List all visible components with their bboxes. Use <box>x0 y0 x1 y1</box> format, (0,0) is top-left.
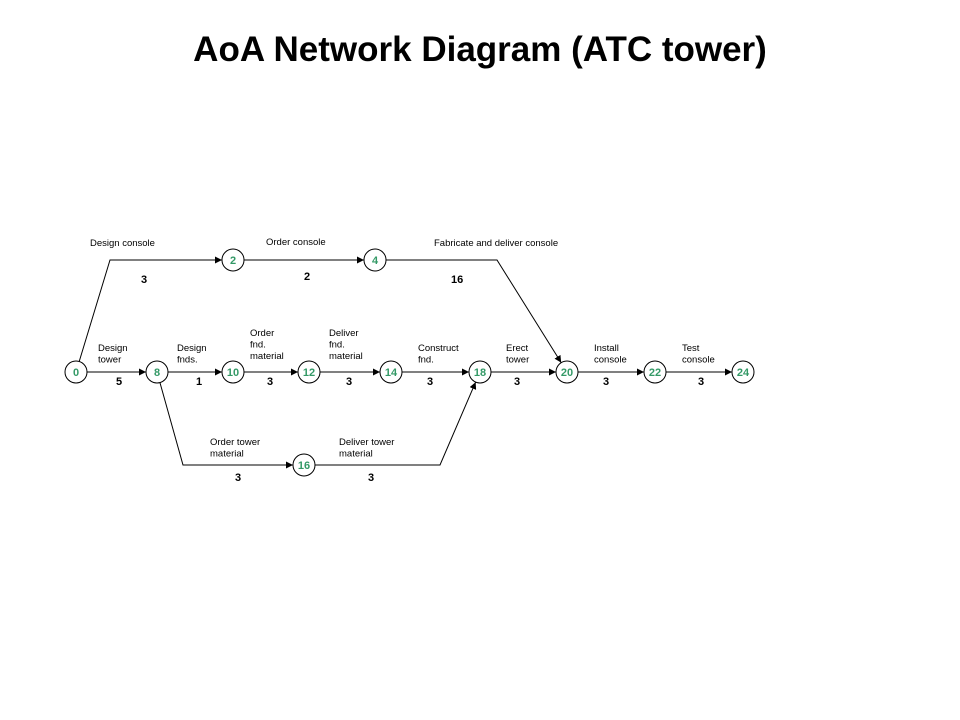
activity-label-line: Install <box>594 343 619 354</box>
event-node-circle <box>292 453 316 477</box>
activity-duration-order-tower-material: 3 <box>235 472 241 484</box>
event-node-16: 16 <box>292 453 316 477</box>
event-node-label: 18 <box>474 367 486 379</box>
activity-duration-test-console: 3 <box>698 376 704 388</box>
event-node-circle <box>221 360 245 384</box>
activity-label-line: tower <box>506 355 529 366</box>
event-node-22: 22 <box>643 360 667 384</box>
activity-duration-order-console: 2 <box>304 271 310 283</box>
event-node-label: 20 <box>561 367 573 379</box>
activity-arrow-order-tower-material <box>159 382 293 469</box>
event-node-8: 8 <box>145 360 169 384</box>
page-title: AoA Network Diagram (ATC tower) <box>193 30 767 69</box>
activity-duration-fabricate-deliver-console: 16 <box>451 274 463 286</box>
activity-label-line: console <box>682 355 715 366</box>
event-node-14: 14 <box>379 360 403 384</box>
activity-label-line: material <box>250 351 284 362</box>
event-node-label: 24 <box>737 367 750 379</box>
event-node-2: 2 <box>221 248 245 272</box>
event-node-0: 0 <box>64 360 88 384</box>
activity-duration-order-fnd-material: 3 <box>267 376 273 388</box>
event-node-circle <box>221 248 245 272</box>
activity-duration-erect-tower: 3 <box>514 376 520 388</box>
event-node-circle <box>555 360 579 384</box>
activity-duration-construct-fnd: 3 <box>427 376 433 388</box>
activity-label-line: console <box>594 355 627 366</box>
activity-label-line: fnd. <box>329 340 345 351</box>
activity-label-line: Design console <box>90 238 155 249</box>
activity-label-line: Order <box>250 328 274 339</box>
event-node-4: 4 <box>363 248 387 272</box>
event-node-label: 4 <box>372 255 379 267</box>
activity-duration-deliver-fnd-material: 3 <box>346 376 352 388</box>
activity-label-line: tower <box>98 355 121 366</box>
activity-label-line: Design <box>98 343 128 354</box>
activity-label-line: material <box>339 449 373 460</box>
event-node-18: 18 <box>468 360 492 384</box>
activity-label-line: Design <box>177 343 207 354</box>
activity-duration-design-console: 3 <box>141 274 147 286</box>
activity-arrow-fabricate-deliver-console <box>386 259 562 363</box>
activity-label-order-console: Order console <box>266 237 326 248</box>
activity-label-line: Order console <box>266 237 326 248</box>
event-node-24: 24 <box>731 360 755 384</box>
event-node-10: 10 <box>221 360 245 384</box>
activity-label-line: fnds. <box>177 355 198 366</box>
activity-label-line: Erect <box>506 343 529 354</box>
activity-label-line: Fabricate and deliver console <box>434 238 558 249</box>
event-node-circle <box>297 360 321 384</box>
event-node-12: 12 <box>297 360 321 384</box>
event-node-circle <box>731 360 755 384</box>
activity-label-line: Deliver <box>329 328 359 339</box>
activity-label-line: fnd. <box>418 355 434 366</box>
activity-label-line: Deliver tower <box>339 437 394 448</box>
event-node-circle <box>64 360 88 384</box>
event-node-label: 0 <box>73 367 79 379</box>
event-node-circle <box>145 360 169 384</box>
activity-label-line: material <box>329 351 363 362</box>
activity-arrow-deliver-tower-material <box>315 381 477 466</box>
event-node-circle <box>468 360 492 384</box>
activity-duration-install-console: 3 <box>603 376 609 388</box>
activity-duration-design-fnds: 1 <box>196 376 202 388</box>
event-node-label: 16 <box>298 460 310 472</box>
event-node-label: 8 <box>154 367 160 379</box>
event-node-label: 14 <box>385 367 398 379</box>
activity-label-line: fnd. <box>250 340 266 351</box>
event-node-label: 10 <box>227 367 239 379</box>
activity-label-line: Order tower <box>210 437 260 448</box>
event-node-circle <box>363 248 387 272</box>
activity-label-line: Construct <box>418 343 459 354</box>
event-node-label: 2 <box>230 255 236 267</box>
activity-duration-deliver-tower-material: 3 <box>368 472 374 484</box>
activity-duration-design-tower: 5 <box>116 376 122 388</box>
event-node-20: 20 <box>555 360 579 384</box>
activity-label-design-console: Design console <box>90 238 155 249</box>
activity-label-line: Test <box>682 343 700 354</box>
event-node-circle <box>379 360 403 384</box>
activity-label-line: material <box>210 449 244 460</box>
event-node-circle <box>643 360 667 384</box>
event-node-label: 22 <box>649 367 661 379</box>
activity-arrow-design-console <box>78 256 222 362</box>
activity-label-fabricate-deliver-console: Fabricate and deliver console <box>434 238 558 249</box>
event-node-label: 12 <box>303 367 315 379</box>
